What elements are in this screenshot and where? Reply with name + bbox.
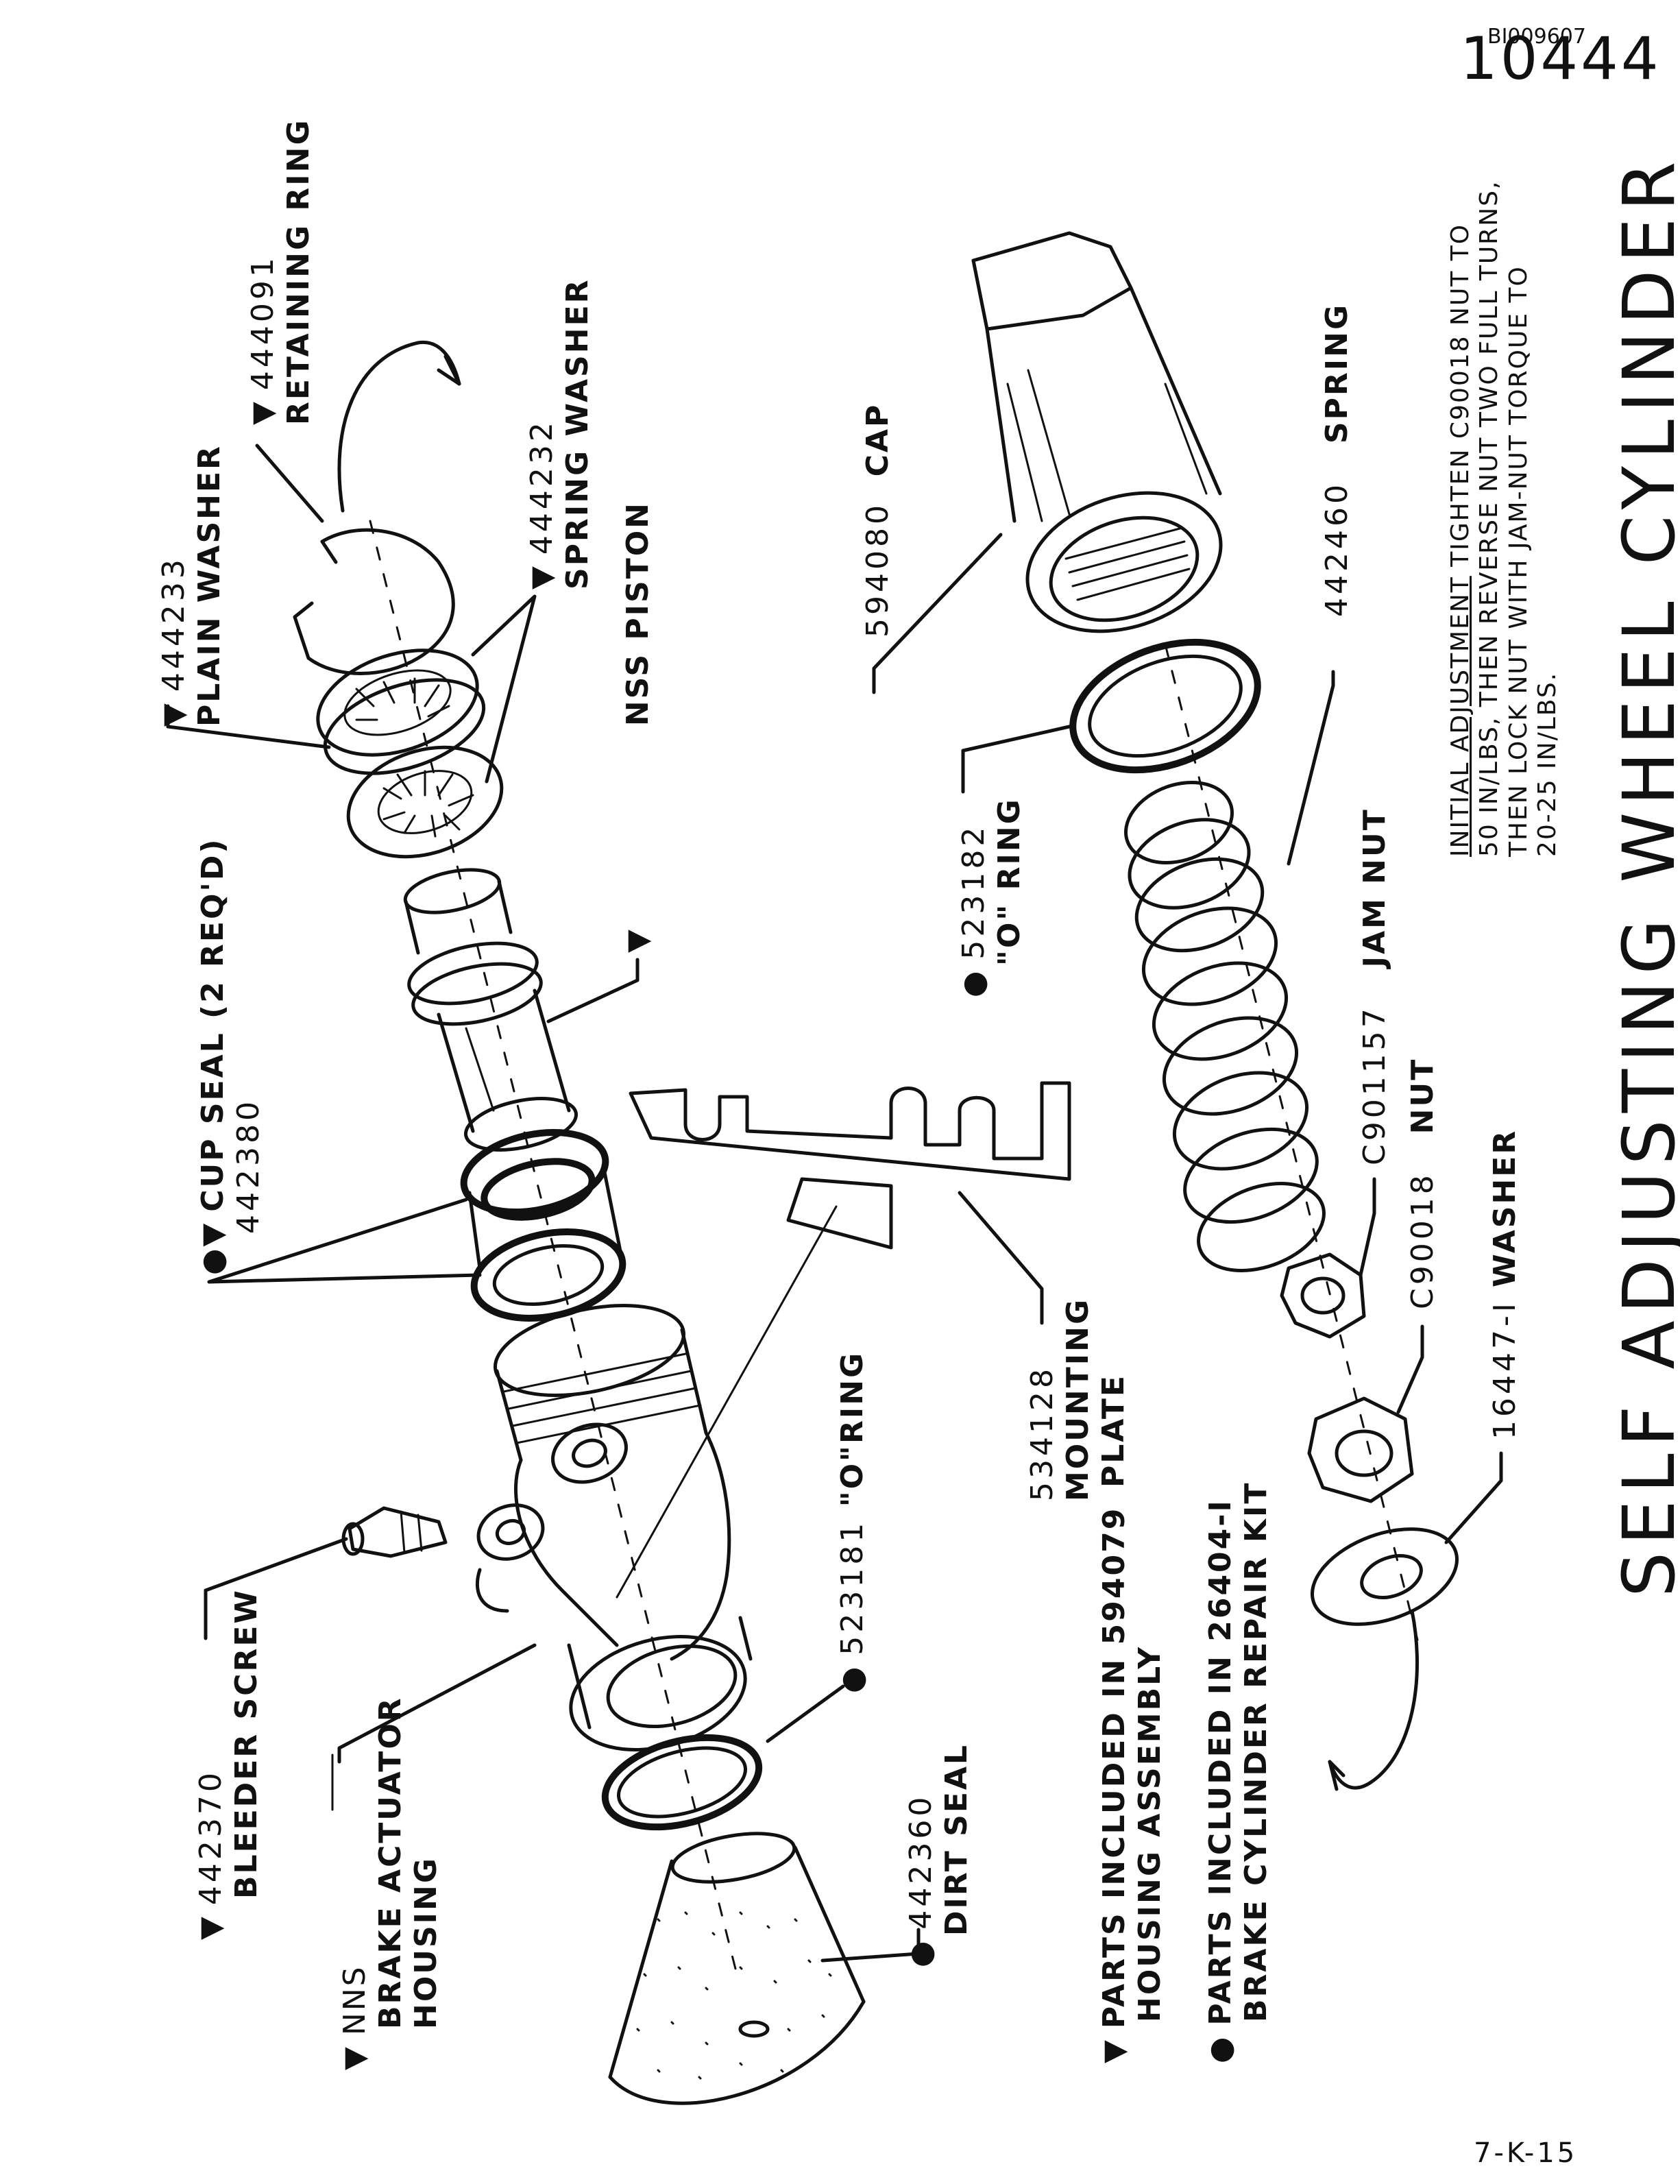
triangle-marker: ▼ xyxy=(337,2045,372,2070)
page-number: 7-K-15 xyxy=(1474,2137,1578,2169)
part-code-housing: NNS xyxy=(337,1965,372,2036)
label-nut: C90018 NUT xyxy=(1405,1058,1441,1309)
part-number-jam-nut: C901157 xyxy=(1357,1005,1392,1165)
part-name-cup-seal: CUP SEAL (2 REQ'D) xyxy=(195,837,230,1212)
triangle-marker: ▼ xyxy=(156,701,191,727)
legend-dot: ● PARTS INCLUDED IN 26404-I BRAKE CYLINDE… xyxy=(1203,1481,1274,2063)
initial-adjustment-note: INITIAL ADJUSTMENT TIGHTEN C90018 NUT TO… xyxy=(1446,180,1563,857)
triangle-marker: ▼ xyxy=(1097,2038,1132,2063)
document-id: BI009607 xyxy=(1487,25,1586,49)
part-name-housing-line1: BRAKE ACTUATOR xyxy=(372,1696,408,2029)
drawing-number: 10444 xyxy=(1460,25,1661,93)
part-number-washer: 16447-I xyxy=(1487,1300,1522,1440)
mounting-plate-part xyxy=(616,1081,1071,1599)
part-name-o-ring-housing: "O"RING xyxy=(835,1350,870,1507)
triangle-marker: ▼ xyxy=(193,1915,228,1940)
label-cup-seal: ●▼ CUP SEAL (2 REQ'D) 442380 xyxy=(195,838,267,1275)
part-number-o-ring-housing: 523181 xyxy=(835,1519,870,1655)
part-name-piston: NSS PISTON xyxy=(620,501,655,727)
dot-marker: ● xyxy=(1203,2035,1238,2063)
cap-part xyxy=(971,231,1223,633)
part-number-dirt-seal: 442360 xyxy=(903,1793,938,1930)
part-number-spring-washer: 444232 xyxy=(524,419,559,555)
bleeder-screw-part xyxy=(341,1506,448,1558)
right-assembly-axis xyxy=(1164,643,1420,1647)
part-name-washer: WASHER xyxy=(1487,1128,1522,1287)
dot-triangle-marker: ●▼ xyxy=(195,1221,230,1275)
part-name-dirt-seal: DIRT SEAL xyxy=(938,1743,974,1936)
dirt-seal-stipple xyxy=(636,1911,832,2080)
diagram-title: SELF ADJUSTING WHEEL CYLINDER xyxy=(1607,154,1680,1597)
leader-lines xyxy=(166,444,1503,1963)
spring-washer-part xyxy=(346,745,504,859)
cup-seals-part xyxy=(460,1128,626,1322)
note-line4: 20-25 IN/LBS. xyxy=(1533,671,1562,857)
brake-actuator-housing-part xyxy=(475,1303,753,1752)
note-heading: INITIAL ADJUSTMENT xyxy=(1446,576,1474,857)
part-name-nut: NUT xyxy=(1405,1057,1440,1135)
triangle-marker: ▼ xyxy=(524,564,559,590)
label-plain-washer: ▼ 444233 PLAIN WASHER xyxy=(156,444,228,727)
dirt-seal-part xyxy=(608,1832,866,2105)
part-number-o-ring-cap: 523182 xyxy=(956,823,991,960)
part-number-spring: 442460 xyxy=(1319,481,1354,617)
label-piston: ▼ NSS PISTON xyxy=(620,501,656,953)
triangle-marker: ▼ xyxy=(245,400,280,425)
label-washer: 16447-I WASHER xyxy=(1487,1129,1523,1440)
part-name-spring: SPRING xyxy=(1319,302,1354,444)
part-name-housing-line2: HOUSING xyxy=(408,1856,443,2029)
note-line3: THEN LOCK NUT WITH JAM-NUT TORQUE TO xyxy=(1504,265,1533,857)
part-number-nut: C90018 xyxy=(1405,1172,1440,1309)
label-spring-washer: ▼ 444232 SPRING WASHER xyxy=(524,278,596,590)
part-name-bleeder-screw: BLEEDER SCREW xyxy=(228,1588,264,1899)
nut-part xyxy=(1307,1396,1414,1503)
o-ring-cap-part xyxy=(1069,638,1261,774)
dot-marker: ● xyxy=(956,969,991,997)
spring-part xyxy=(1124,781,1326,1272)
part-name-retaining-ring: RETAINING RING xyxy=(280,118,316,425)
dot-marker: ● xyxy=(835,1664,870,1693)
part-number-cap: 594080 xyxy=(860,502,895,638)
part-name-cap: CAP xyxy=(860,402,895,477)
legend-triangle-line2: HOUSING ASSEMBLY xyxy=(1132,1645,1167,2022)
label-cap: 594080 CAP xyxy=(860,403,896,638)
part-number-plain-washer: 444233 xyxy=(156,556,191,692)
piston-part xyxy=(403,868,579,1152)
label-retaining-ring: ▼ 444091 RETAINING RING xyxy=(245,118,317,425)
part-number-bleeder-screw: 442370 xyxy=(193,1769,228,1906)
label-housing: ▼ NNS BRAKE ACTUATOR HOUSING xyxy=(337,1696,444,2070)
legend-dot-line2: BRAKE CYLINDER REPAIR KIT xyxy=(1238,1481,1274,2022)
part-number-cup-seal: 442380 xyxy=(230,1098,266,1234)
note-line2: 50 IN/LBS, THEN REVERSE NUT TWO FULL TUR… xyxy=(1475,180,1504,857)
part-name-jam-nut: JAM NUT xyxy=(1357,808,1392,968)
part-name-spring-washer: SPRING WASHER xyxy=(559,278,595,590)
part-name-mounting-plate-line1: MOUNTING xyxy=(1060,1297,1095,1501)
part-name-o-ring-cap: "O" RING xyxy=(991,797,1027,966)
label-mounting-plate: 534128 MOUNTING PLATE xyxy=(1025,1298,1132,1501)
label-bleeder-screw: ▼ 442370 BLEEDER SCREW xyxy=(193,1588,265,1940)
triangle-marker: ▼ xyxy=(620,927,655,953)
legend-triangle-line1: PARTS INCLUDED IN 594079 xyxy=(1097,1506,1132,2029)
dot-marker: ● xyxy=(903,1939,938,1967)
legend-dot-line1: PARTS INCLUDED IN 26404-I xyxy=(1203,1499,1238,2026)
part-name-mounting-plate-line2: PLATE xyxy=(1095,1374,1131,1488)
note-line1: TIGHTEN C90018 NUT TO xyxy=(1446,223,1474,577)
label-o-ring-housing: ● 523181 "O"RING xyxy=(835,1351,871,1693)
part-number-mounting-plate: 534128 xyxy=(1025,1366,1060,1501)
part-number-retaining-ring: 444091 xyxy=(245,254,280,391)
label-o-ring-cap: ● 523182 "O" RING xyxy=(956,797,1027,997)
label-spring: 442460 SPRING xyxy=(1319,303,1355,617)
plain-washer-part xyxy=(316,648,486,775)
retaining-ring-part xyxy=(293,340,461,675)
label-jam-nut: C901157 JAM NUT xyxy=(1357,808,1393,1165)
o-ring-housing-part xyxy=(601,1734,763,1831)
jam-nut-part xyxy=(1280,1252,1366,1339)
washer-part xyxy=(1310,1527,1459,1791)
part-name-plain-washer: PLAIN WASHER xyxy=(191,444,227,727)
label-dirt-seal: ● 442360 DIRT SEAL xyxy=(903,1743,975,1967)
legend-triangle: ▼ PARTS INCLUDED IN 594079 HOUSING ASSEMB… xyxy=(1097,1507,1168,2063)
